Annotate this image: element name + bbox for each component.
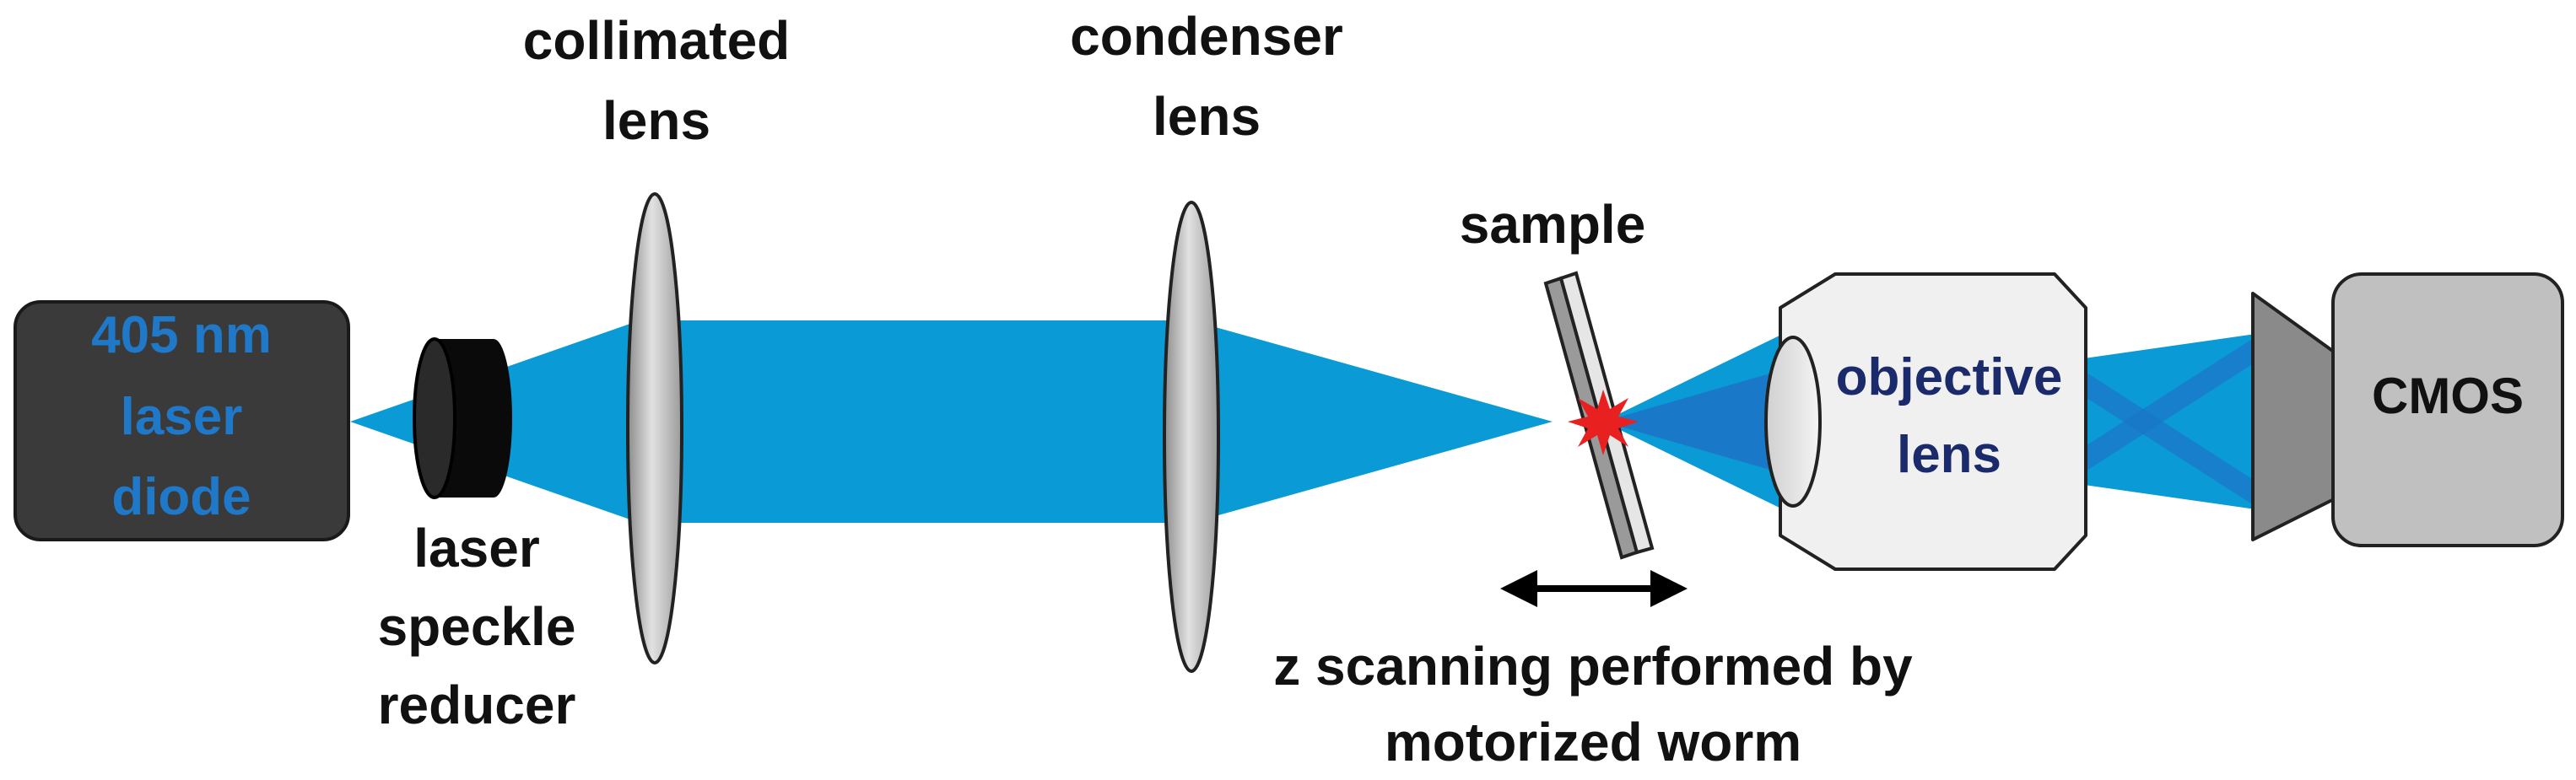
- arrowhead-left: [1500, 570, 1537, 607]
- beam-emission-inner: [1603, 369, 1785, 474]
- speckle-reducer-back: [475, 339, 512, 498]
- focus-spot: [1568, 390, 1639, 455]
- speckle-label-line3: reducer: [378, 675, 576, 735]
- laser-diode-body: [14, 300, 350, 541]
- z-scan-label-line1: z scanning performed by: [1273, 636, 1913, 697]
- laser-diode: 405 nm laser diode: [14, 300, 350, 541]
- sample-slide: sample: [1460, 194, 1655, 560]
- arrowhead-right: [1650, 570, 1688, 607]
- camera-body: [2331, 272, 2564, 547]
- camera-cone: [2251, 292, 2339, 541]
- laser-label-line1: 405 nm: [91, 306, 272, 364]
- condenser-lens-shape: [1163, 201, 1220, 673]
- speckle-label-line2: speckle: [378, 596, 576, 657]
- cmos-camera: CMOS: [2251, 272, 2564, 547]
- objective-label-line2: lens: [1897, 426, 2001, 484]
- collimated-label-line2: lens: [602, 90, 710, 151]
- speckle-reducer-front: [413, 337, 456, 499]
- objective-lens-housing: [1779, 272, 2087, 571]
- laser-beam: [350, 320, 2261, 523]
- objective-lens: objective lens: [1764, 272, 2087, 571]
- condenser-lens: condenser lens: [1070, 6, 1343, 673]
- speckle-reducer: laser speckle reducer: [378, 337, 576, 735]
- camera-label: CMOS: [2372, 368, 2524, 424]
- beam-converging: [1191, 320, 1553, 523]
- sample-label: sample: [1460, 194, 1646, 255]
- collimated-lens: collimated lens: [523, 10, 791, 664]
- z-scan-label-line2: motorized worm: [1385, 712, 1801, 772]
- collimated-label-line1: collimated: [523, 10, 791, 71]
- objective-label-line1: objective: [1836, 348, 2063, 406]
- laser-label-line3: diode: [111, 468, 251, 526]
- laser-label-line2: laser: [121, 388, 243, 446]
- objective-front-element: [1764, 336, 1822, 508]
- speckle-label-line1: laser: [413, 518, 539, 578]
- z-scan-arrow: z scanning performed by motorized worm: [1273, 570, 1913, 772]
- collimated-lens-shape: [626, 192, 683, 664]
- condenser-label-line1: condenser: [1070, 6, 1343, 67]
- beam-to-camera-cross-b: [2084, 333, 2261, 472]
- condenser-label-line2: lens: [1153, 86, 1261, 147]
- beam-collimated: [637, 320, 1194, 523]
- beam-to-camera-cross: [2084, 371, 2261, 510]
